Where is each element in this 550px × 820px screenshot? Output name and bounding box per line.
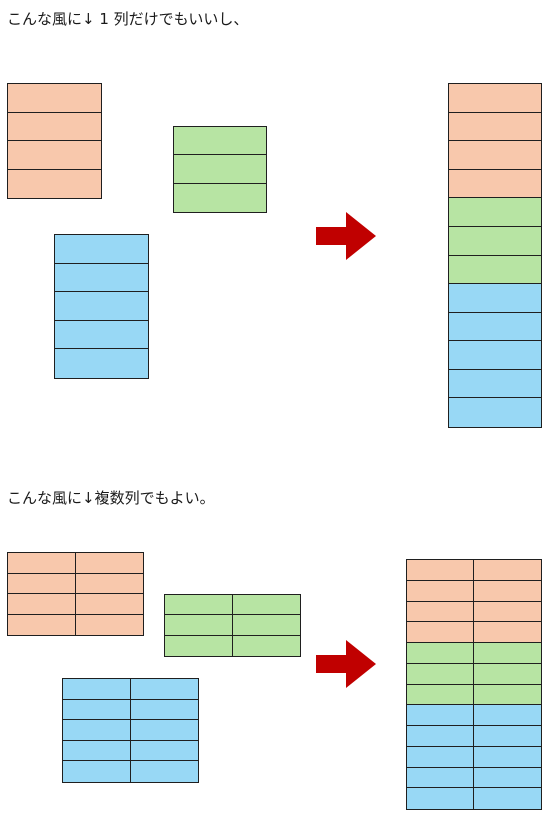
block-cell xyxy=(407,601,474,623)
block-cell xyxy=(407,663,474,685)
block-cell xyxy=(8,169,101,198)
multi-column-source-block-orange xyxy=(7,552,144,636)
block-cell xyxy=(407,643,474,664)
block-cell xyxy=(8,614,76,635)
block-cell xyxy=(174,155,266,184)
block-cell xyxy=(474,663,541,685)
block-cell xyxy=(174,183,266,212)
block-cell xyxy=(407,726,474,747)
block-cell xyxy=(407,580,474,602)
block-cell xyxy=(474,622,541,643)
block-cell xyxy=(449,255,541,285)
block-cell xyxy=(407,746,474,768)
block-cell xyxy=(449,341,541,370)
block-cell xyxy=(130,761,198,782)
block-cell xyxy=(474,684,541,706)
block-cell xyxy=(232,635,300,656)
block-cell xyxy=(474,767,541,789)
block-cell xyxy=(55,263,148,293)
multi-column-result-block xyxy=(406,559,542,810)
block-cell xyxy=(474,705,541,726)
single-column-source-block-orange xyxy=(7,83,102,199)
block-cell xyxy=(130,720,198,741)
block-cell xyxy=(449,198,541,227)
block-cell xyxy=(407,622,474,643)
block-cell xyxy=(8,553,76,574)
block-cell xyxy=(232,615,300,636)
block-cell xyxy=(474,580,541,602)
block-cell xyxy=(449,84,541,113)
block-cell xyxy=(165,635,233,656)
block-cell xyxy=(449,312,541,342)
block-cell xyxy=(449,398,541,427)
block-cell xyxy=(63,720,131,741)
block-cell xyxy=(75,594,143,615)
block-cell xyxy=(55,235,148,264)
block-cell xyxy=(449,226,541,256)
block-cell xyxy=(407,560,474,581)
block-cell xyxy=(75,614,143,635)
right-arrow-icon xyxy=(316,212,376,260)
block-cell xyxy=(75,573,143,594)
block-cell xyxy=(63,699,131,721)
block-cell xyxy=(449,369,541,399)
block-cell xyxy=(8,573,76,594)
block-cell xyxy=(130,740,198,762)
block-cell xyxy=(8,594,76,615)
block-cell xyxy=(407,767,474,789)
block-cell xyxy=(449,112,541,142)
block-cell xyxy=(165,615,233,636)
block-cell xyxy=(474,560,541,581)
multi-column-source-block-blue xyxy=(62,678,199,783)
block-cell xyxy=(474,643,541,664)
block-cell xyxy=(63,740,131,762)
block-cell xyxy=(174,127,266,156)
single-column-source-block-green xyxy=(173,126,267,213)
block-cell xyxy=(130,699,198,721)
block-cell xyxy=(407,788,474,809)
caption-single-column: こんな風に↓ 1 列だけでもいいし、 xyxy=(7,10,249,28)
block-cell xyxy=(449,169,541,199)
caption-multi-column: こんな風に↓複数列でもよい。 xyxy=(7,489,215,507)
block-cell xyxy=(75,553,143,574)
block-cell xyxy=(474,601,541,623)
right-arrow-icon xyxy=(316,640,376,688)
block-cell xyxy=(55,349,148,378)
block-cell xyxy=(63,679,131,700)
block-cell xyxy=(130,679,198,700)
block-cell xyxy=(55,292,148,321)
block-cell xyxy=(232,595,300,616)
block-cell xyxy=(474,788,541,809)
block-cell xyxy=(407,684,474,706)
block-cell xyxy=(449,141,541,170)
block-cell xyxy=(63,761,131,782)
single-column-result-block xyxy=(448,83,542,428)
block-cell xyxy=(474,726,541,747)
block-cell xyxy=(474,746,541,768)
block-cell xyxy=(8,112,101,141)
single-column-source-block-blue xyxy=(54,234,149,379)
block-cell xyxy=(8,141,101,170)
block-cell xyxy=(8,84,101,113)
multi-column-source-block-green xyxy=(164,594,301,657)
block-cell xyxy=(55,320,148,350)
block-cell xyxy=(407,705,474,726)
block-cell xyxy=(165,595,233,616)
block-cell xyxy=(449,284,541,313)
